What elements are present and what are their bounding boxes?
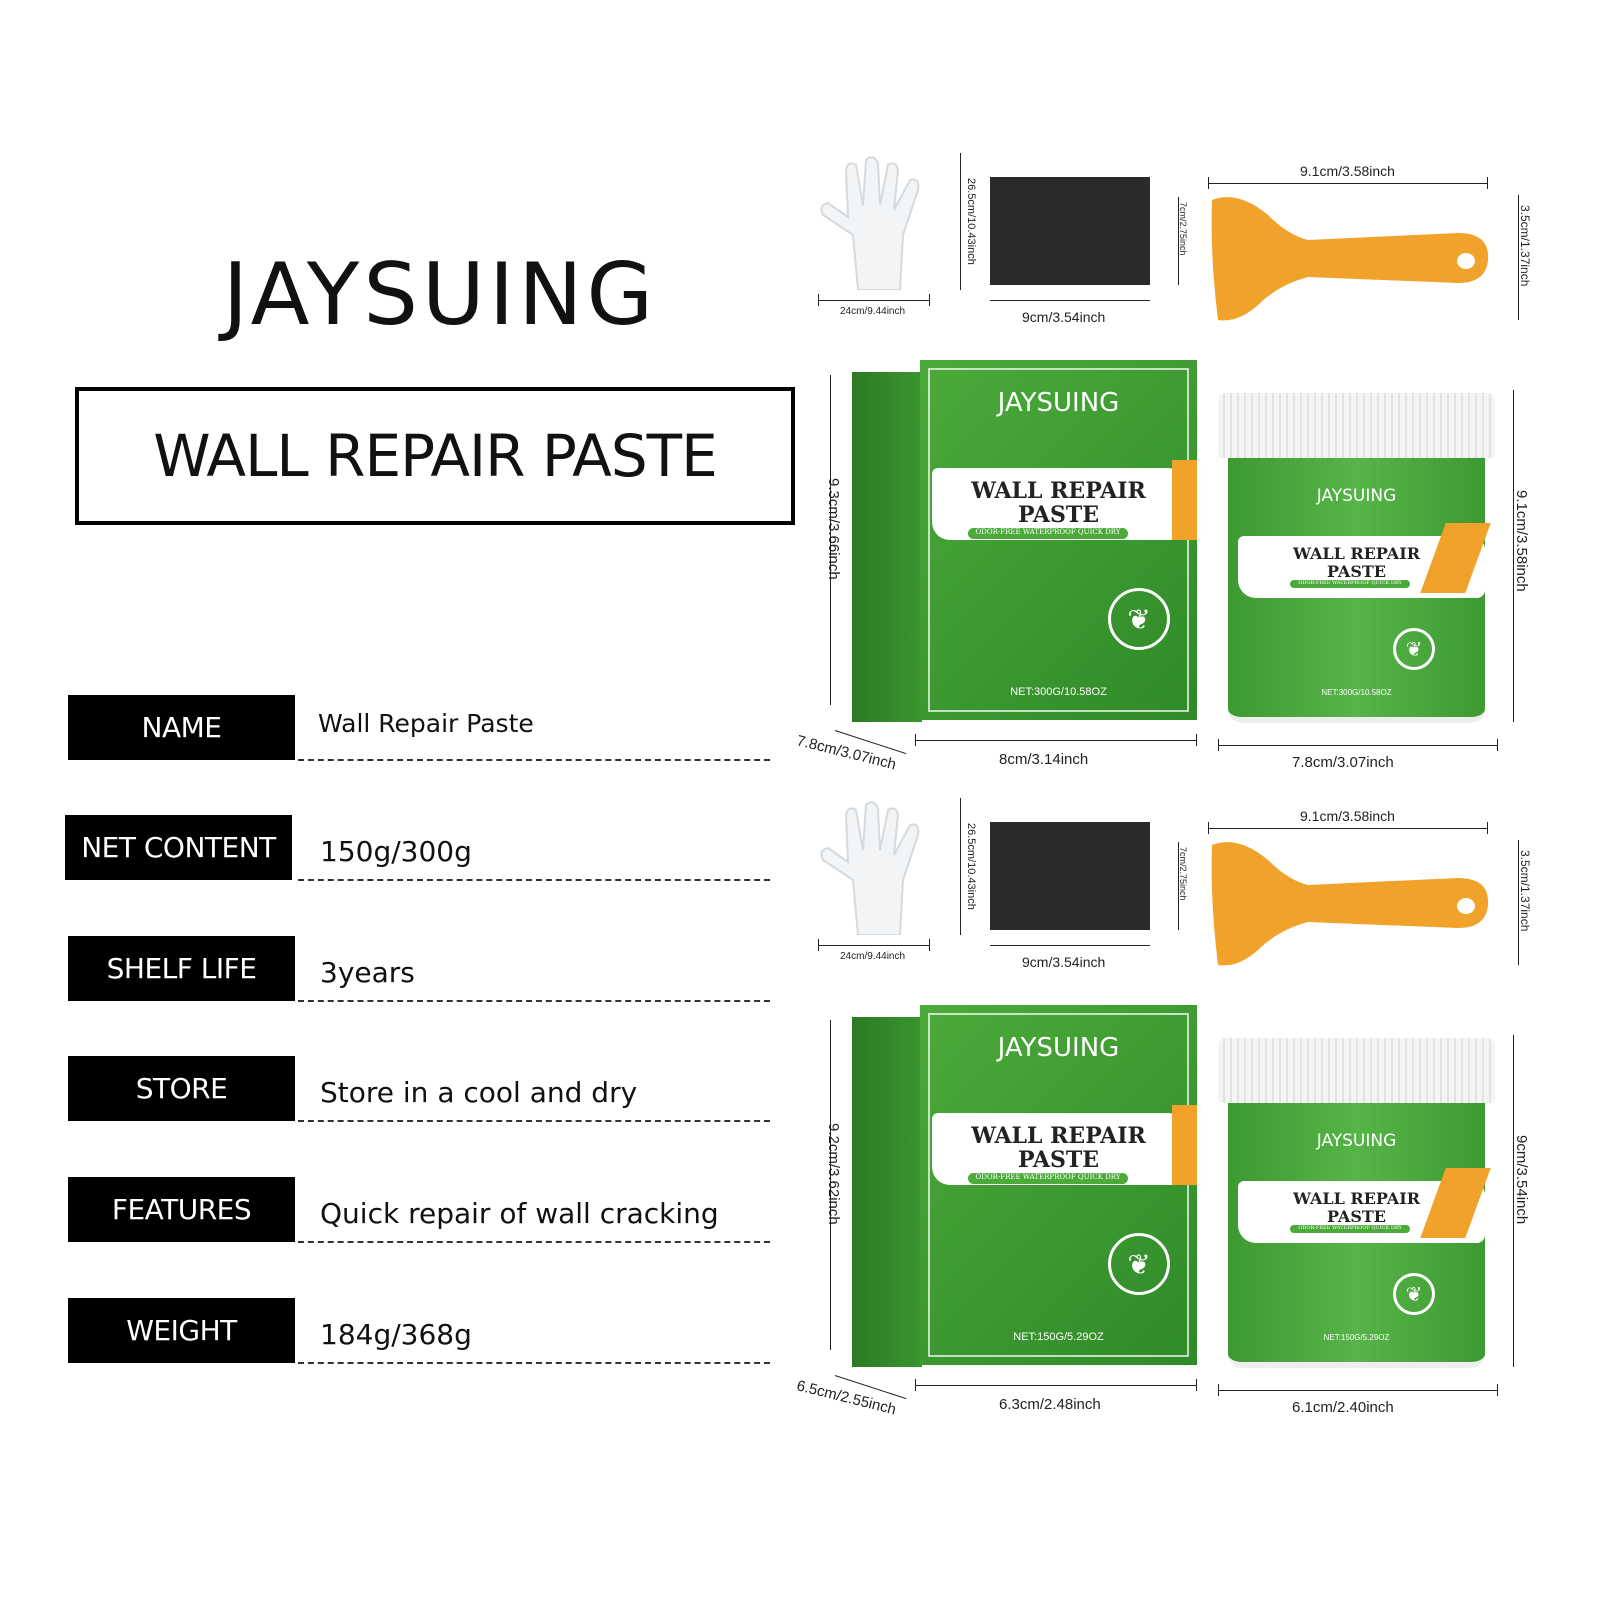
- scraper-width-label: 9.1cm/3.58inch: [1300, 163, 1395, 179]
- jar-lid: [1218, 1038, 1495, 1103]
- jar-title-line1: WALL REPAIR: [1293, 1189, 1420, 1208]
- jar-tagline: ODOR-FREE WATERPROOF QUICK DRY: [1290, 580, 1410, 588]
- box-depth-label: 7.8cm/3.07inch: [794, 732, 898, 774]
- glove-icon: [820, 156, 920, 290]
- box-brand: JAYSUING: [997, 1033, 1120, 1063]
- jar-width-label: 7.8cm/3.07inch: [1292, 754, 1394, 771]
- scraper-height-label: 3.5cm/1.37inch: [1518, 205, 1532, 287]
- box-side: [852, 372, 922, 722]
- jar-lid: [1218, 393, 1495, 458]
- jar-height-label: 9cm/3.54inch: [1513, 1135, 1530, 1225]
- scraper-image: [1211, 197, 1489, 321]
- jar-title-line2: PASTE: [1327, 562, 1386, 581]
- box-net-weight: NET:300G/10.58OZ: [1010, 686, 1107, 698]
- scraper-width-label: 9.1cm/3.58inch: [1300, 808, 1395, 824]
- box-height-label: 9.3cm/3.66inch: [825, 478, 842, 580]
- brand-logo: JAYSUING: [222, 245, 658, 345]
- jar-brand: JAYSUING: [1316, 486, 1397, 506]
- jar-title-line1: WALL REPAIR: [1293, 544, 1420, 563]
- box-title-line2: PASTE: [1017, 1147, 1100, 1173]
- box-height-label: 9.2cm/3.62inch: [825, 1123, 842, 1225]
- spec-value: 3years: [320, 956, 415, 989]
- spec-divider: [298, 879, 770, 881]
- product-title: WALL REPAIR PASTE: [75, 387, 795, 525]
- glove-icon: [820, 801, 920, 935]
- product-box: JAYSUING WALL REPAIR PASTE ODOR-FREE WAT…: [920, 1005, 1197, 1365]
- spec-divider: [298, 759, 770, 761]
- sponge-image: [990, 177, 1150, 285]
- jar-brand: JAYSUING: [1316, 1131, 1397, 1151]
- spec-divider: [298, 1362, 770, 1364]
- sponge-width-label: 9cm/3.54inch: [1022, 309, 1106, 325]
- jar-height-label: 9.1cm/3.58inch: [1513, 490, 1530, 592]
- box-title-line1: WALL REPAIR: [971, 1123, 1146, 1149]
- box-tagline: ODOR-FREE WATERPROOF QUICK DRY: [968, 1173, 1128, 1184]
- leaf-icon: ❦: [1393, 628, 1435, 670]
- box-net-weight: NET:150G/5.29OZ: [1013, 1331, 1104, 1343]
- scraper-height-label: 3.5cm/1.37inch: [1518, 850, 1532, 932]
- spec-value: 184g/368g: [320, 1318, 472, 1351]
- product-set: 24cm/9.44inch 26.5cm/10.43inch 7cm/2.75i…: [0, 140, 1600, 780]
- glove-width-label: 24cm/9.44inch: [840, 306, 906, 317]
- leaf-icon: ❦: [1393, 1273, 1435, 1315]
- product-box: JAYSUING WALL REPAIR PASTE ODOR-FREE WAT…: [920, 360, 1197, 720]
- box-depth-label: 6.5cm/2.55inch: [794, 1377, 898, 1419]
- spec-label: STORE: [68, 1056, 295, 1121]
- leaf-icon: ❦: [1108, 1233, 1170, 1295]
- scraper-image: [1211, 842, 1489, 966]
- jar-title-line2: PASTE: [1327, 1207, 1386, 1226]
- sponge-width-label: 9cm/3.54inch: [1022, 954, 1106, 970]
- box-width-label: 6.3cm/2.48inch: [999, 1396, 1101, 1413]
- sponge-image: [990, 822, 1150, 930]
- spec-divider: [298, 1000, 770, 1002]
- spec-divider: [298, 1120, 770, 1122]
- spec-label: FEATURES: [68, 1177, 295, 1242]
- sponge-height-label: 7cm/2.75inch: [1178, 847, 1188, 901]
- spec-value: Quick repair of wall cracking: [320, 1197, 719, 1230]
- box-side: [852, 1017, 922, 1367]
- product-jar: JAYSUING WALL REPAIR PASTE ODOR-FREE WAT…: [1228, 458, 1491, 723]
- jar-width-label: 6.1cm/2.40inch: [1292, 1399, 1394, 1416]
- box-title-line1: WALL REPAIR: [971, 478, 1146, 504]
- product-set: 24cm/9.44inch 26.5cm/10.43inch 7cm/2.75i…: [0, 785, 1600, 1425]
- box-brand: JAYSUING: [997, 388, 1120, 418]
- box-title-line2: PASTE: [1017, 502, 1100, 528]
- leaf-icon: ❦: [1108, 588, 1170, 650]
- box-tagline: ODOR-FREE WATERPROOF QUICK DRY: [968, 528, 1128, 539]
- jar-net-weight: NET:150G/5.29OZ: [1323, 1333, 1390, 1342]
- spec-value: Store in a cool and dry: [320, 1076, 638, 1109]
- spec-label: NAME: [68, 695, 295, 760]
- spec-label: SHELF LIFE: [68, 936, 295, 1001]
- spec-label: NET CONTENT: [65, 815, 292, 880]
- sponge-height-label: 7cm/2.75inch: [1178, 202, 1188, 256]
- jar-net-weight: NET:300G/10.58OZ: [1321, 688, 1392, 697]
- spec-value: 150g/300g: [320, 835, 472, 868]
- spec-value: Wall Repair Paste: [318, 709, 534, 738]
- glove-height-label: 26.5cm/10.43inch: [965, 178, 977, 265]
- jar-tagline: ODOR-FREE WATERPROOF QUICK DRY: [1290, 1225, 1410, 1233]
- spec-divider: [298, 1241, 770, 1243]
- spec-label: WEIGHT: [68, 1298, 295, 1363]
- glove-width-label: 24cm/9.44inch: [840, 951, 906, 962]
- box-width-label: 8cm/3.14inch: [999, 751, 1089, 768]
- product-jar: JAYSUING WALL REPAIR PASTE ODOR-FREE WAT…: [1228, 1103, 1491, 1368]
- glove-height-label: 26.5cm/10.43inch: [965, 823, 977, 910]
